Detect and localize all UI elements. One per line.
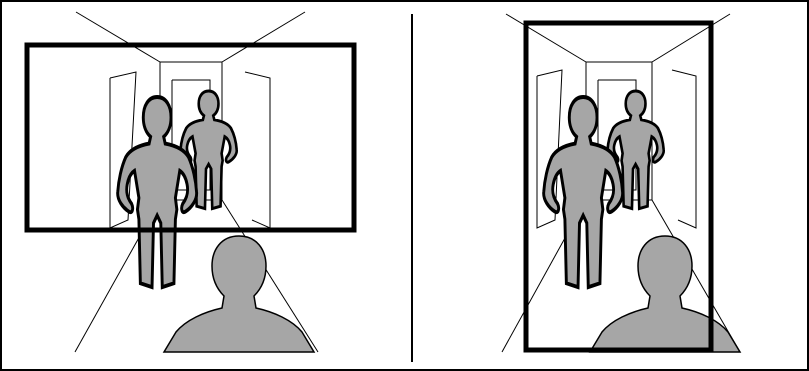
left-panel bbox=[27, 12, 354, 352]
person-near-right bbox=[544, 97, 623, 287]
right-panel bbox=[502, 14, 740, 352]
foreground-head-left bbox=[164, 236, 314, 352]
foreground-head-right bbox=[590, 236, 740, 352]
